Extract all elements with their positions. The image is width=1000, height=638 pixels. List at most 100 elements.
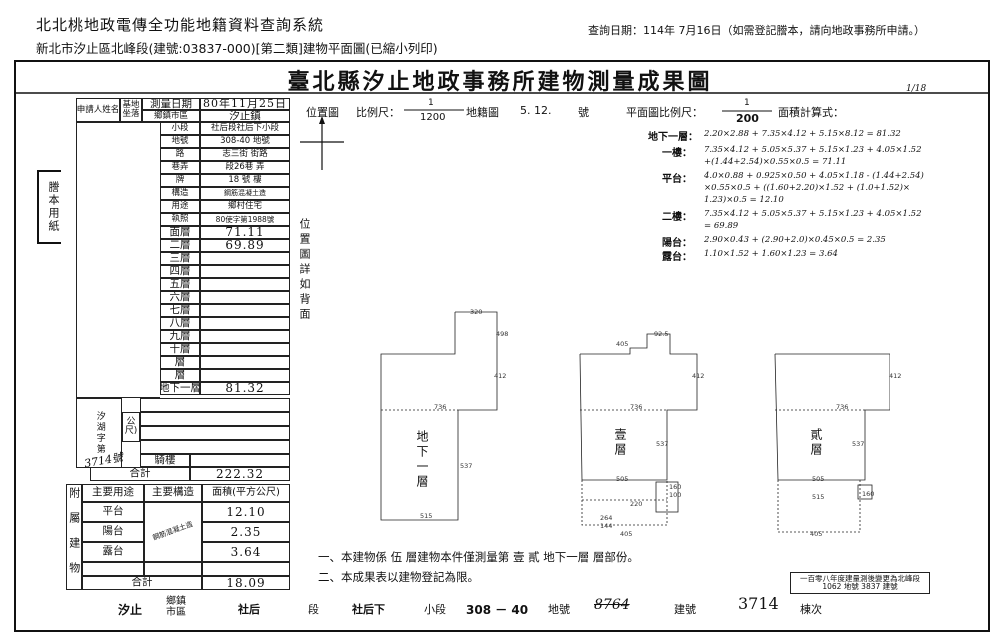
lane-value: 段26巷 弄 (200, 161, 290, 174)
plan-basement-label: 地下一層 (415, 430, 429, 490)
township-value: 汐止鎮 (200, 110, 290, 122)
structure-label: 構造 (160, 187, 200, 200)
dim-label: 412 (889, 372, 902, 380)
location-label: 位置圖 (306, 106, 339, 119)
floor-label: 五層 (160, 278, 200, 291)
applicant-label: 申請人姓名 (76, 98, 120, 122)
bottom-township-label: 鄉鎮市區 (166, 596, 186, 618)
dim-label: 736 (434, 403, 447, 411)
scale-denominator: 1200 (420, 112, 446, 123)
calc-row-formula: ×0.55×0.5 + ((1.60+2.20)×1.52 + (1.0+1.5… (704, 183, 911, 193)
bottom-struck-number: 8764 (594, 597, 630, 613)
attached-area: 12.10 (202, 502, 290, 522)
attached-use: 陽台 (82, 522, 144, 542)
calc-row-formula: 4.0×0.88 + 0.925×0.50 + 4.05×1.18 - (1.4… (704, 171, 924, 181)
floor-area (200, 317, 290, 330)
calc-row-label: 二樓： (662, 212, 692, 223)
scale-label: 比例尺： (356, 106, 400, 119)
floor-area (200, 265, 290, 278)
use-label: 用途 (160, 200, 200, 213)
attached-structure: 鋼筋混凝土造 (151, 520, 194, 543)
dim-label: 505 (812, 475, 825, 483)
stamp-note: 一百零八年度建量測後變更為北峰段 1062 地號 3837 建號 (790, 572, 930, 594)
dim-label: 405 (810, 530, 823, 538)
calc-row-label: 一樓： (662, 148, 692, 159)
floor-plans (380, 311, 890, 533)
calc-row-formula: 1.10×1.52 + 1.60×1.23 = 3.64 (704, 249, 838, 259)
scale-fraction-line (404, 109, 464, 111)
floor-label: 層 (160, 369, 200, 382)
blank-row (140, 440, 290, 454)
attached-use: 露台 (82, 542, 144, 562)
bottom-section: 社后 (238, 603, 260, 616)
calc-row-formula: 2.20×2.88 + 7.35×4.12 + 5.15×8.12 = 81.3… (704, 129, 901, 139)
dim-label: 160 (862, 490, 875, 498)
survey-date-label: 測量日期 (142, 98, 200, 110)
attached-total-value: 18.09 (202, 576, 290, 590)
permit-value: 80使字第1988號 (200, 213, 290, 226)
dim-label: 412 (692, 372, 705, 380)
blank-row (140, 398, 290, 412)
attached-area: 3.64 (202, 542, 290, 562)
calc-label: 面積計算式： (778, 106, 844, 119)
dim-label: 160 (669, 483, 682, 491)
attic-value (190, 454, 290, 467)
floor-area (200, 330, 290, 343)
title-rule (14, 92, 990, 94)
attached-header-structure: 主要構造 (144, 484, 202, 502)
lot-label: 地號 (160, 135, 200, 148)
bottom-subsection-label: 小段 (424, 603, 446, 616)
calc-row-formula: = 69.89 (704, 221, 739, 231)
scale-numerator: 1 (428, 98, 434, 108)
shijr-label: 汐湖字第 (94, 411, 105, 455)
floor-label: 六層 (160, 291, 200, 304)
plan-second-floor (774, 353, 890, 533)
plan-scale-denominator: 200 (736, 112, 759, 125)
floor-area: 81.32 (200, 382, 290, 395)
dim-label: 498 (496, 330, 509, 338)
dim-label: 264 (600, 514, 613, 522)
dim-label: 220 (630, 500, 643, 508)
floor-area (200, 278, 290, 291)
use-value: 鄉村住宅 (200, 200, 290, 213)
document-subtitle: 新北市汐止區北峰段(建號:03837-000)[第二類]建物平面圖(已縮小列印) (36, 41, 438, 56)
calc-row-label: 陽台： (662, 238, 692, 249)
dim-label: 537 (460, 462, 473, 470)
left-blank-area (76, 122, 160, 398)
survey-date: 80年11月25日 (200, 98, 290, 110)
bottom-township: 汐止 (118, 603, 143, 617)
north-arrow-icon (300, 116, 344, 170)
form-title: 臺北縣汐止地政事務所建物測量成果圖 (287, 69, 713, 95)
floor-area (200, 356, 290, 369)
calc-row-formula: 7.35×4.12 + 5.05×5.37 + 5.15×1.23 + 4.05… (704, 209, 922, 219)
plan-scale-fraction-line (722, 110, 772, 112)
dim-label: 515 (812, 493, 825, 501)
calc-row-formula: 7.35×4.12 + 5.05×5.37 + 5.15×1.23 + 4.05… (704, 145, 922, 155)
cadastral-no-label: 號 (578, 106, 589, 119)
floor-label: 二層 (160, 239, 200, 252)
subsection-value: 社后段社后下小段 (200, 122, 290, 135)
floor-label: 九層 (160, 330, 200, 343)
blank-row (140, 412, 290, 426)
bottom-lot: 308 － 40 (466, 603, 529, 617)
bottom-share-label: 棟次 (800, 603, 822, 616)
cadastral-label: 地籍圖 (466, 106, 499, 119)
permit-label: 執照 (160, 213, 200, 226)
bottom-building-number: 3714 (738, 594, 779, 613)
system-name: 北北桃地政電傳全功能地籍資料查詢系統 (36, 16, 325, 34)
plan-first-floor-label: 壹層 (613, 428, 627, 458)
attached-empty-row (82, 562, 144, 576)
calc-row-label: 平台： (662, 174, 692, 185)
dim-label: 144 (600, 522, 613, 530)
floor-area (200, 304, 290, 317)
total-label: 合計 (90, 467, 190, 481)
floor-label: 八層 (160, 317, 200, 330)
number-value: 18 號 樓 (200, 174, 290, 187)
area-unit: 公尺) (122, 412, 140, 442)
attached-area: 2.35 (202, 522, 290, 542)
attached-label-cell: 附屬建物 (66, 484, 82, 590)
dim-label: 537 (656, 440, 669, 448)
road-label: 路 (160, 148, 200, 161)
attached-structure-cell: 鋼筋混凝土造 (144, 502, 202, 562)
floor-label: 層 (160, 356, 200, 369)
